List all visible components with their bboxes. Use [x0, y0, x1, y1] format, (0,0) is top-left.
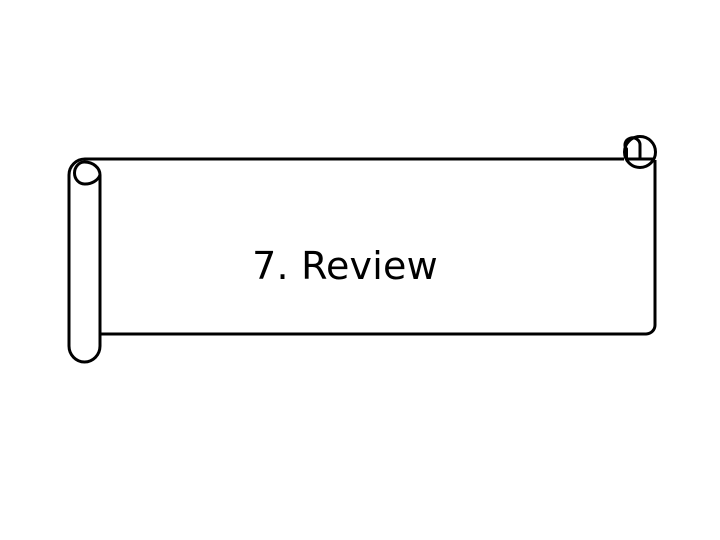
- left-curl-outer-arc: [67, 157, 86, 346]
- right-curl-outer-circle: [623, 135, 657, 169]
- left-roll-bottom-cap: [67, 345, 102, 364]
- right-curl-inner-hook: [623, 136, 642, 159]
- left-roll-fill: [69, 184, 100, 362]
- left-curl-inner-core: [73, 160, 102, 186]
- scroll-right-edge: [645, 160, 657, 336]
- scroll-body-fill: [85, 159, 655, 334]
